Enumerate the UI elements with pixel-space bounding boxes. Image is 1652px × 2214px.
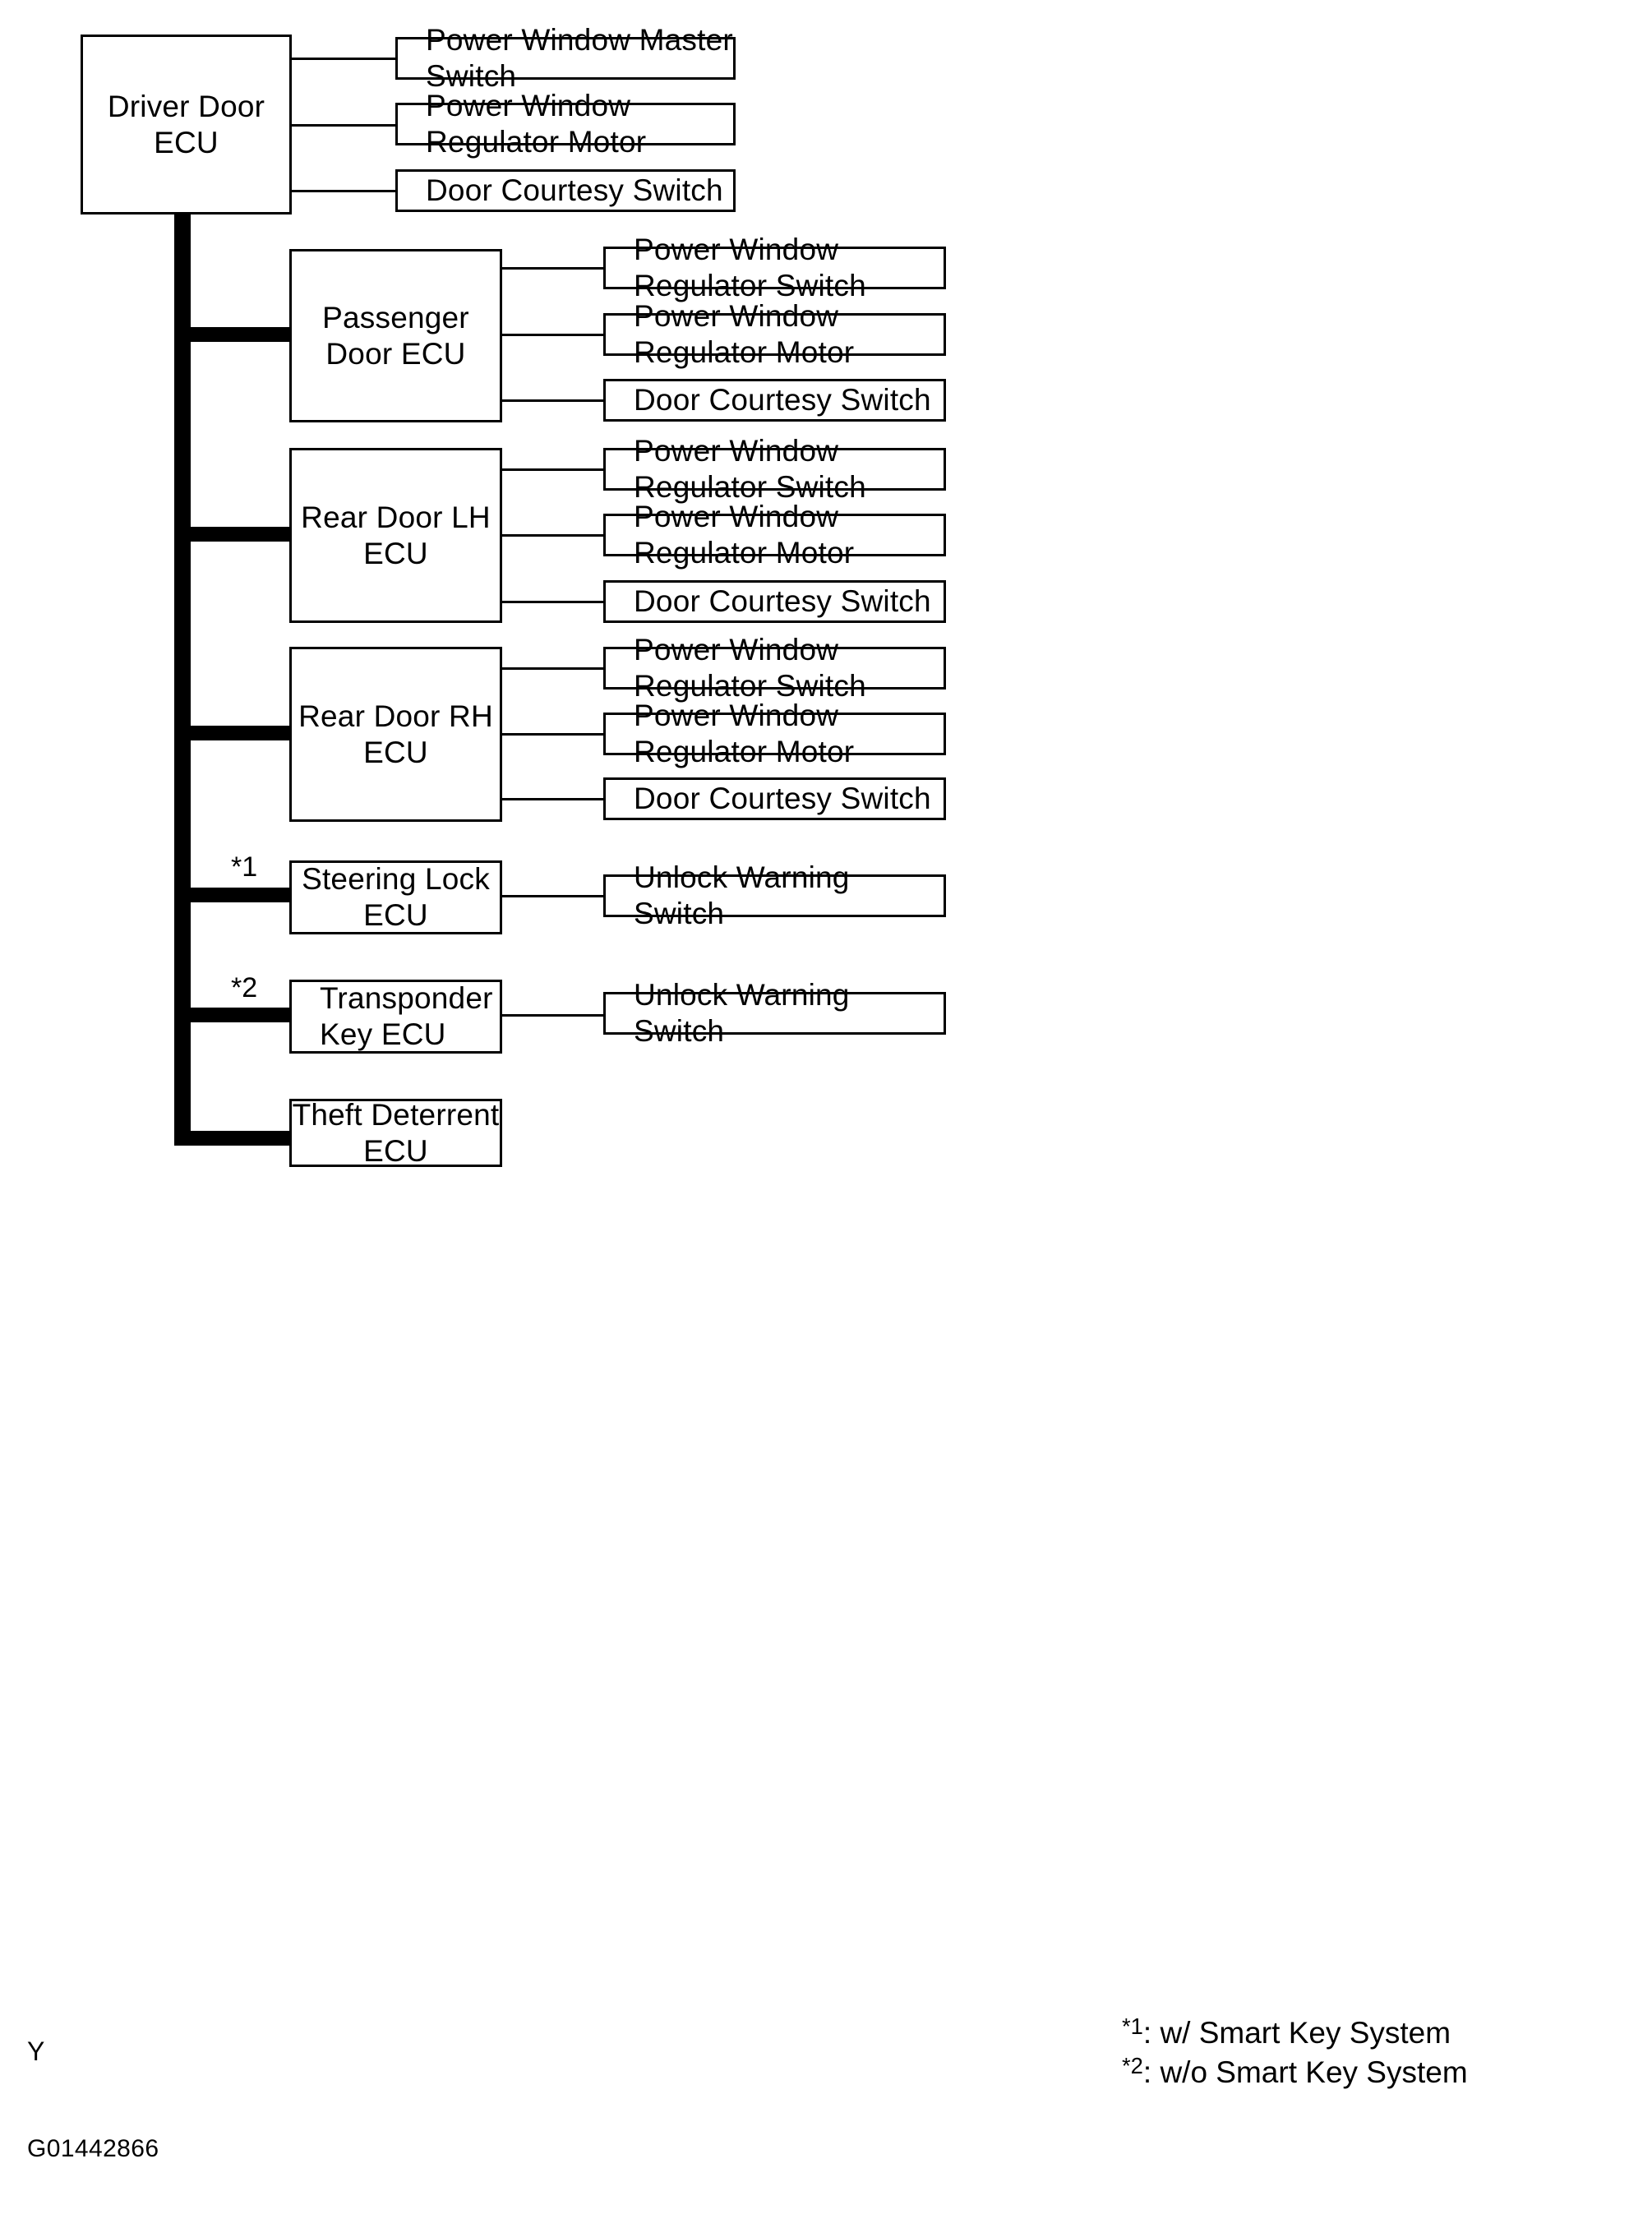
node-theft-deterrent-ecu-label: Theft Deterrent ECU <box>292 1097 500 1168</box>
node-rear-rh-power-window-regulator-motor-label: Power Window Regulator Motor <box>634 699 855 768</box>
node-passenger-door-courtesy-switch[interactable]: Door Courtesy Switch <box>603 379 946 422</box>
connector-rear-rh-to-regulator-motor <box>502 733 604 736</box>
node-rear-rh-power-window-regulator-switch[interactable]: Power Window Regulator Switch <box>603 633 946 703</box>
node-transponder-key-ecu-line2: Key ECU <box>320 1017 446 1051</box>
node-power-window-master-switch-label: Power Window Master Switch <box>426 23 733 93</box>
note-marker-steering-lock: *1 <box>231 851 258 883</box>
node-rear-rh-door-courtesy-switch-label: Door Courtesy Switch <box>634 782 931 816</box>
node-transponder-key-unlock-warning-switch[interactable]: Unlock Warning Switch <box>603 978 946 1048</box>
connector-driver-to-master-switch <box>292 58 395 60</box>
footnote-2-text: : w/o Smart Key System <box>1142 2055 1468 2090</box>
node-passenger-power-window-regulator-switch-label: Power Window Regulator Switch <box>634 233 866 302</box>
connector-rear-lh-to-courtesy-switch <box>502 601 604 603</box>
connector-passenger-to-regulator-motor <box>502 334 604 336</box>
node-steering-lock-ecu[interactable]: Steering Lock ECU <box>289 860 502 934</box>
bus-stub-steering-lock-ecu <box>174 888 293 902</box>
node-theft-deterrent-ecu[interactable]: Theft Deterrent ECU <box>289 1097 502 1168</box>
bus-stub-rear-door-rh-ecu <box>174 726 293 740</box>
footnote-1-marker: *1 <box>1122 2013 1143 2039</box>
node-driver-door-courtesy-switch-label: Door Courtesy Switch <box>426 173 723 208</box>
node-rear-lh-power-window-regulator-motor[interactable]: Power Window Regulator Motor <box>603 500 946 570</box>
connector-rear-rh-to-courtesy-switch <box>502 798 604 800</box>
communication-bus-trunk <box>174 212 191 1146</box>
node-rear-rh-door-courtesy-switch[interactable]: Door Courtesy Switch <box>603 777 946 820</box>
node-transponder-key-ecu-label: Transponder Key ECU <box>292 980 500 1052</box>
node-passenger-door-ecu[interactable]: Passenger Door ECU <box>289 249 502 422</box>
connector-driver-to-courtesy-switch <box>292 190 395 192</box>
node-passenger-door-ecu-label: Passenger Door ECU <box>322 300 469 371</box>
connector-driver-to-regulator-motor <box>292 124 395 127</box>
bus-stub-rear-door-lh-ecu <box>174 527 293 542</box>
footnote-1-text: : w/ Smart Key System <box>1142 2016 1451 2050</box>
connector-rear-lh-to-regulator-switch <box>502 468 604 471</box>
footnote-1: *1: w/ Smart Key System <box>1122 2013 1468 2053</box>
connector-rear-lh-to-regulator-motor <box>502 534 604 537</box>
footnote-2: *2: w/o Smart Key System <box>1122 2053 1468 2092</box>
node-steering-lock-unlock-warning-switch-label: Unlock Warning Switch <box>634 860 850 930</box>
node-rear-lh-power-window-regulator-motor-label: Power Window Regulator Motor <box>634 500 855 570</box>
node-driver-power-window-regulator-motor-label: Power Window Regulator Motor <box>426 89 647 159</box>
node-transponder-key-unlock-warning-switch-label: Unlock Warning Switch <box>634 978 850 1048</box>
node-driver-door-ecu-label: Driver Door ECU <box>107 89 265 159</box>
node-transponder-key-ecu-line1: Transponder <box>320 981 493 1016</box>
node-rear-door-rh-ecu[interactable]: Rear Door RH ECU <box>289 647 502 822</box>
node-driver-door-ecu[interactable]: Driver Door ECU <box>81 35 292 214</box>
node-power-window-master-switch[interactable]: Power Window Master Switch <box>395 23 736 93</box>
connector-rear-rh-to-regulator-switch <box>502 667 604 670</box>
bus-stub-passenger-door-ecu <box>174 327 293 342</box>
node-rear-lh-door-courtesy-switch-label: Door Courtesy Switch <box>634 584 931 619</box>
node-driver-door-courtesy-switch[interactable]: Door Courtesy Switch <box>395 169 736 212</box>
node-passenger-power-window-regulator-motor[interactable]: Power Window Regulator Motor <box>603 299 946 369</box>
connector-steering-lock-to-unlock-warning-switch <box>502 895 604 897</box>
bus-stub-theft-deterrent-ecu <box>174 1131 293 1146</box>
footnotes: *1: w/ Smart Key System *2: w/o Smart Ke… <box>1122 2013 1468 2092</box>
node-rear-door-lh-ecu[interactable]: Rear Door LH ECU <box>289 448 502 623</box>
connector-passenger-to-regulator-switch <box>502 267 604 270</box>
connector-transponder-key-to-unlock-warning-switch <box>502 1014 604 1017</box>
note-marker-transponder-key: *2 <box>231 972 258 1003</box>
node-rear-lh-power-window-regulator-switch[interactable]: Power Window Regulator Switch <box>603 434 946 504</box>
node-rear-door-lh-ecu-label: Rear Door LH ECU <box>301 500 491 570</box>
connector-passenger-to-courtesy-switch <box>502 399 604 402</box>
node-rear-rh-power-window-regulator-motor[interactable]: Power Window Regulator Motor <box>603 699 946 768</box>
node-passenger-power-window-regulator-motor-label: Power Window Regulator Motor <box>634 299 855 369</box>
node-transponder-key-ecu[interactable]: Transponder Key ECU <box>289 980 502 1054</box>
node-steering-lock-ecu-label: Steering Lock ECU <box>302 862 490 932</box>
bus-stub-transponder-key-ecu <box>174 1008 293 1022</box>
node-steering-lock-unlock-warning-switch[interactable]: Unlock Warning Switch <box>603 860 946 930</box>
page-mark: Y <box>27 2036 45 2066</box>
figure-id: G01442866 <box>27 2135 159 2162</box>
node-rear-lh-door-courtesy-switch[interactable]: Door Courtesy Switch <box>603 580 946 623</box>
node-rear-door-rh-ecu-label: Rear Door RH ECU <box>298 699 493 769</box>
node-passenger-power-window-regulator-switch[interactable]: Power Window Regulator Switch <box>603 233 946 302</box>
node-passenger-door-courtesy-switch-label: Door Courtesy Switch <box>634 383 931 417</box>
node-driver-power-window-regulator-motor[interactable]: Power Window Regulator Motor <box>395 89 736 159</box>
node-rear-lh-power-window-regulator-switch-label: Power Window Regulator Switch <box>634 434 866 504</box>
footnote-2-marker: *2 <box>1122 2052 1143 2078</box>
node-rear-rh-power-window-regulator-switch-label: Power Window Regulator Switch <box>634 633 866 703</box>
